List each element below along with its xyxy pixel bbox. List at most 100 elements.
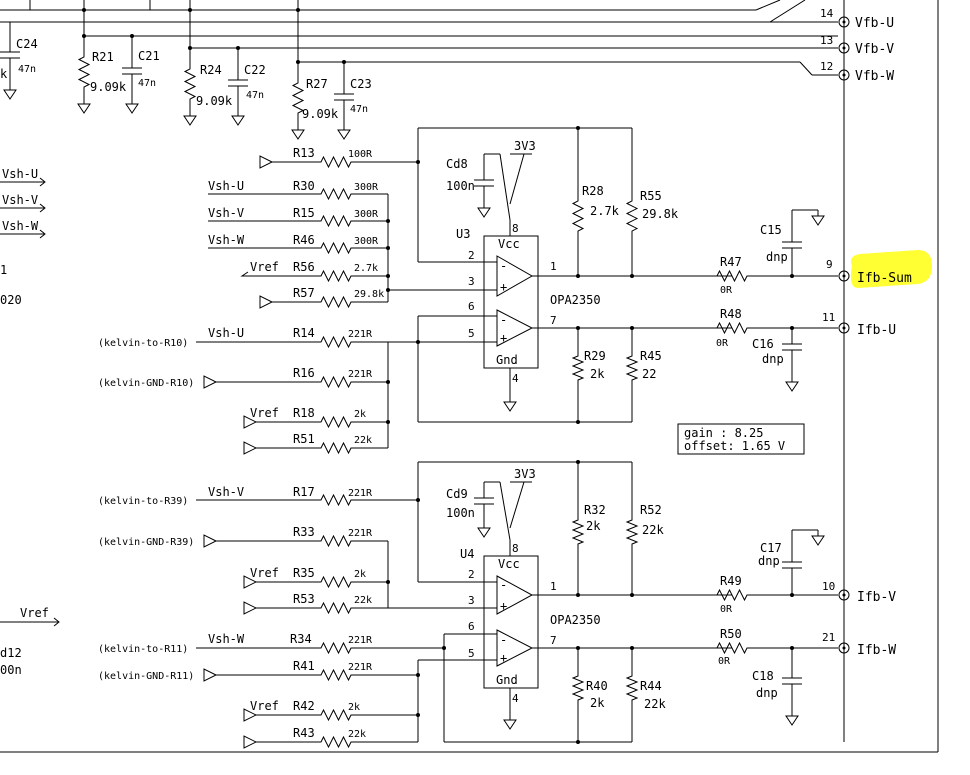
svg-text:R56: R56: [293, 260, 315, 274]
connector-ifb-sum[interactable]: 9 Ifb-Sum: [826, 258, 912, 286]
svg-text:1: 1: [550, 580, 557, 593]
svg-text:(kelvin-GND-R10): (kelvin-GND-R10): [98, 378, 194, 389]
svg-text:22k: 22k: [644, 697, 666, 711]
svg-text:R16: R16: [293, 366, 315, 380]
svg-text:dnp: dnp: [766, 250, 788, 264]
svg-text:-: -: [500, 313, 507, 327]
svg-text:C24: C24: [16, 37, 38, 51]
svg-text:2k: 2k: [354, 409, 366, 420]
svg-text:14: 14: [820, 7, 834, 20]
svg-text:+: +: [500, 280, 507, 294]
svg-text:4: 4: [512, 372, 519, 385]
svg-text:1: 1: [0, 263, 7, 277]
connector-vfb-w[interactable]: 12 Vfb-W: [820, 60, 894, 84]
svg-text:R55: R55: [640, 189, 662, 203]
svg-text:7: 7: [550, 314, 557, 327]
svg-text:Vsh-U: Vsh-U: [208, 326, 244, 340]
svg-text:R47: R47: [720, 255, 742, 269]
svg-text:2k: 2k: [354, 569, 366, 580]
svg-text:R35: R35: [293, 566, 315, 580]
svg-text:8: 8: [512, 542, 519, 555]
svg-text:3V3: 3V3: [514, 139, 536, 153]
connector-vfb-u[interactable]: 14 Vfb-U: [820, 7, 894, 31]
svg-text:R24: R24: [200, 63, 222, 77]
svg-text:9.09k: 9.09k: [196, 94, 233, 108]
ifb-v-amp-wiring: R32 2k R52 22k: [388, 460, 732, 609]
svg-text:Ifb-W: Ifb-W: [857, 643, 896, 658]
ifb-w-amp-wiring: R40 2k R44 22k: [418, 633, 732, 744]
svg-text:dnp: dnp: [758, 554, 780, 568]
svg-text:47n: 47n: [350, 104, 368, 115]
svg-text:C15: C15: [760, 223, 782, 237]
svg-text:R51: R51: [293, 432, 315, 446]
svg-text:2.7k: 2.7k: [354, 263, 378, 274]
svg-text:gain : 8.25: gain : 8.25: [684, 426, 763, 440]
svg-text:100n: 100n: [446, 179, 475, 193]
svg-text:offset: 1.65 V: offset: 1.65 V: [684, 439, 785, 453]
svg-text:Vref: Vref: [250, 699, 279, 713]
svg-text:R17: R17: [293, 485, 315, 499]
svg-text:221R: 221R: [348, 528, 373, 539]
svg-text:Vsh-V: Vsh-V: [208, 206, 244, 220]
svg-text:R52: R52: [640, 503, 662, 517]
sheet-frame: [0, 0, 939, 753]
svg-text:Vfb-U: Vfb-U: [855, 16, 894, 31]
svg-text:00n: 00n: [0, 663, 22, 677]
svg-text:OPA2350: OPA2350: [550, 293, 601, 307]
svg-text:Ifb-V: Ifb-V: [857, 590, 896, 605]
ifb-v-input-resistors: (kelvin-to-R39) Vsh-V R17 221R (kelvin-G…: [98, 485, 418, 615]
connector-ifb-u[interactable]: 11 Ifb-U: [822, 311, 896, 338]
svg-text:Vsh-V: Vsh-V: [208, 485, 244, 499]
svg-text:R29: R29: [584, 349, 606, 363]
svg-text:Vref: Vref: [250, 406, 279, 420]
svg-text:(kelvin-GND-R39): (kelvin-GND-R39): [98, 537, 194, 548]
svg-text:221R: 221R: [348, 488, 373, 499]
svg-text:12: 12: [820, 60, 833, 73]
svg-text:Vcc: Vcc: [498, 237, 520, 251]
svg-text:Cd9: Cd9: [446, 487, 468, 501]
svg-text:2: 2: [468, 568, 475, 581]
connector-ifb-v[interactable]: 10 Ifb-V: [822, 580, 896, 605]
svg-text:8: 8: [512, 222, 519, 235]
svg-text:100n: 100n: [446, 506, 475, 520]
svg-text:2k: 2k: [590, 696, 605, 710]
svg-text:6: 6: [468, 620, 475, 633]
svg-text:Ifb-U: Ifb-U: [857, 323, 896, 338]
svg-text:Gnd: Gnd: [496, 673, 518, 687]
svg-text:Vfb-V: Vfb-V: [855, 42, 894, 57]
svg-text:0R: 0R: [720, 604, 733, 615]
svg-text:R32: R32: [584, 503, 606, 517]
svg-text:22k: 22k: [354, 595, 372, 606]
svg-text:C17: C17: [760, 541, 782, 555]
svg-text:21: 21: [822, 631, 835, 644]
svg-text:Vsh-W: Vsh-W: [2, 219, 39, 233]
connector-ifb-w[interactable]: 21 Ifb-W: [822, 631, 896, 658]
svg-text:300R: 300R: [354, 236, 379, 247]
svg-text:+: +: [500, 599, 507, 613]
svg-text:R40: R40: [586, 679, 608, 693]
svg-text:R30: R30: [293, 179, 315, 193]
opamp-u3: U3 Vcc Gnd OPA2350 8 2 3 1 6 5 7 4 -+ -+: [456, 220, 601, 412]
svg-text:d12: d12: [0, 646, 22, 660]
svg-text:Ifb-Sum: Ifb-Sum: [857, 271, 912, 286]
output-r49-c17: R49 0R C17 dnp: [711, 529, 838, 615]
svg-text:k: k: [0, 67, 8, 81]
svg-text:Vsh-W: Vsh-W: [208, 632, 245, 646]
svg-text:R13: R13: [293, 146, 315, 160]
gain-offset-note: gain : 8.25 offset: 1.65 V: [677, 423, 805, 455]
svg-text:0R: 0R: [720, 285, 733, 296]
vfb-filter-section: [0, 0, 838, 78]
connector-vfb-v[interactable]: 13 Vfb-V: [820, 34, 894, 57]
svg-text:Vcc: Vcc: [498, 557, 520, 571]
svg-text:-: -: [500, 633, 507, 647]
svg-text:R42: R42: [293, 699, 315, 713]
decoupling-cd9: Cd9 100n 3V3: [446, 467, 536, 541]
svg-text:R43: R43: [293, 726, 315, 740]
svg-text:(kelvin-to-R39): (kelvin-to-R39): [98, 496, 188, 507]
svg-text:300R: 300R: [354, 182, 379, 193]
svg-text:R41: R41: [293, 659, 315, 673]
svg-text:dnp: dnp: [762, 352, 784, 366]
output-r47-c15: R47 0R C15 dnp: [711, 209, 838, 296]
svg-text:221R: 221R: [348, 662, 373, 673]
